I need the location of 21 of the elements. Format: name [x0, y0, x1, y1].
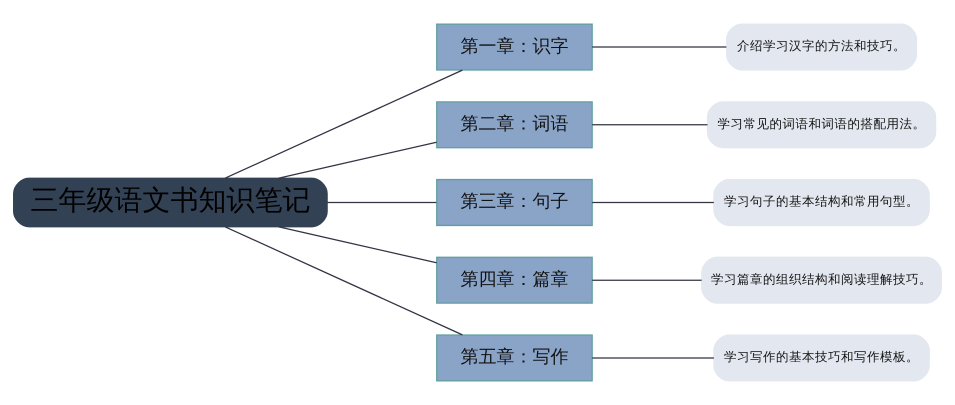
- node-box: 学习写作的基本技巧和写作模板。: [713, 334, 930, 382]
- connector: [278, 142, 437, 179]
- node-box: 学习常见的词语和词语的搭配用法。: [706, 101, 936, 148]
- node-box: 第三章：句子: [436, 178, 593, 226]
- node-box: 介绍学习汉字的方法和技巧。: [726, 23, 918, 71]
- node-box: 第五章：写作: [436, 334, 593, 382]
- node-box: 第四章：篇章: [436, 256, 593, 304]
- connector: [592, 280, 702, 281]
- node-box: 第二章：词语: [436, 101, 593, 148]
- connector: [224, 226, 463, 336]
- connector: [592, 46, 726, 48]
- node-box: 三年级语文书知识笔记: [13, 178, 328, 228]
- connector: [592, 357, 714, 359]
- node-box: 第一章：识字: [436, 23, 593, 71]
- connector: [278, 226, 437, 264]
- connector: [592, 124, 708, 126]
- connector: [224, 70, 463, 179]
- node-box: 学习篇章的组织结构和阅读理解技巧。: [701, 256, 942, 304]
- node-box: 学习句子的基本结构和常用句型。: [713, 178, 930, 226]
- connector: [327, 202, 436, 204]
- connector: [592, 202, 714, 204]
